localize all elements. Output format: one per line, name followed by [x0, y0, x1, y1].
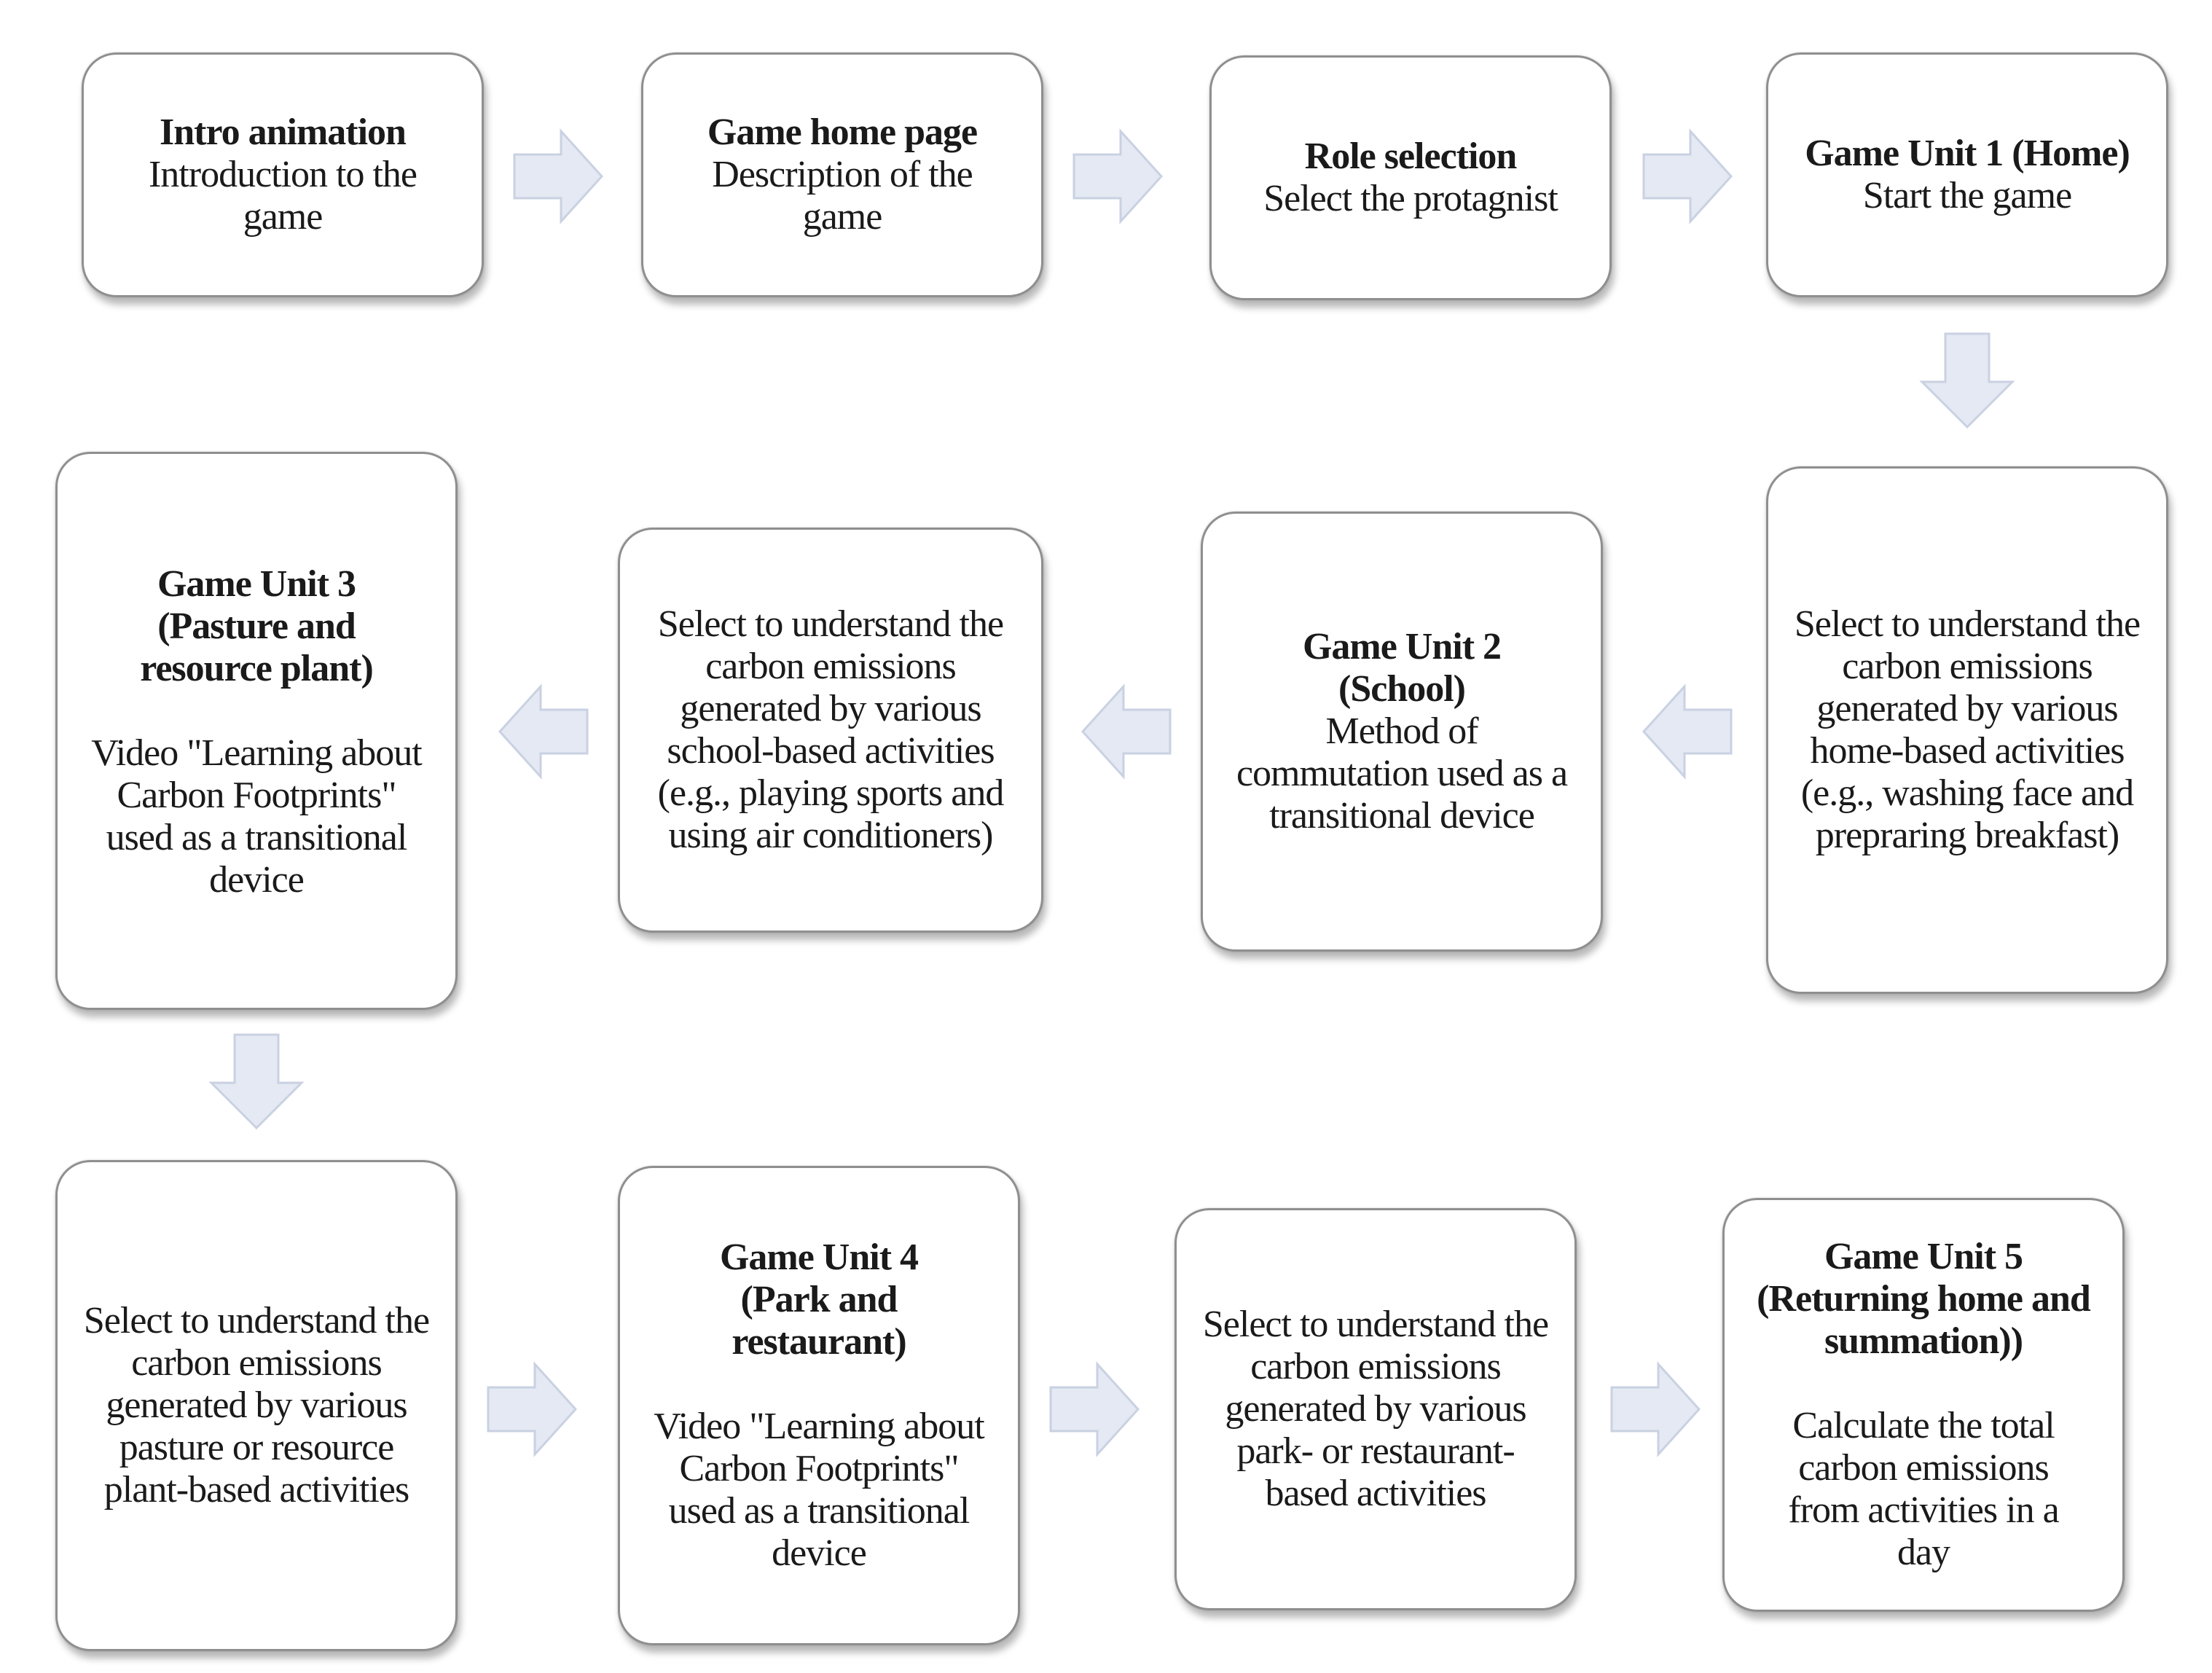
- step-description: Select the protagnist: [1263, 178, 1558, 219]
- step-title: Game Unit 5 (Returning home and summatio…: [1757, 1236, 2091, 1362]
- step-description: Method of commutation used as a transiti…: [1236, 710, 1568, 836]
- step-title: Role selection: [1304, 136, 1518, 177]
- step-pasture-activities: Select to understand the carbon emission…: [55, 1160, 458, 1651]
- arrow-left-icon: [498, 683, 589, 780]
- arrow-left-icon: [1080, 683, 1172, 780]
- arrow-right-icon: [1610, 1361, 1701, 1457]
- step-title: Game Unit 4 (Park and restaurant): [719, 1237, 919, 1363]
- arrow-right-icon: [1049, 1361, 1140, 1457]
- step-title: Game Unit 1 (Home): [1805, 133, 2130, 174]
- arrow-right-icon: [1072, 128, 1164, 224]
- step-park-activities: Select to understand the carbon emission…: [1174, 1208, 1577, 1610]
- step-game-unit-3: Game Unit 3 (Pasture and resource plant)…: [55, 452, 458, 1010]
- arrow-right-icon: [513, 128, 604, 224]
- step-intro-animation: Intro animation Introduction to the game: [82, 52, 484, 297]
- step-role-selection: Role selection Select the protagnist: [1209, 55, 1612, 300]
- step-description: Introduction to the game: [148, 154, 417, 238]
- arrow-right-icon: [1642, 128, 1733, 224]
- arrow-right-icon: [487, 1361, 578, 1457]
- step-description: Select to understand the carbon emission…: [1202, 1304, 1549, 1514]
- step-game-unit-4: Game Unit 4 (Park and restaurant) Video …: [618, 1166, 1020, 1645]
- step-game-unit-5: Game Unit 5 (Returning home and summatio…: [1722, 1198, 2125, 1612]
- step-description: Video "Learning about Carbon Footprints"…: [91, 732, 422, 901]
- step-game-home-page: Game home page Description of the game: [641, 52, 1043, 297]
- step-game-unit-1: Game Unit 1 (Home) Start the game: [1766, 52, 2168, 297]
- step-game-unit-2: Game Unit 2 (School) Method of commutati…: [1201, 512, 1603, 952]
- step-title: Game Unit 2 (School): [1302, 626, 1502, 710]
- step-description: Select to understand the carbon emission…: [1794, 603, 2141, 856]
- step-description: Select to understand the carbon emission…: [83, 1300, 430, 1511]
- step-description: Select to understand the carbon emission…: [657, 603, 1005, 856]
- arrow-down-icon: [208, 1033, 305, 1130]
- arrow-left-icon: [1642, 683, 1733, 780]
- step-description: Description of the game: [712, 154, 973, 238]
- step-title: Game home page: [707, 111, 978, 153]
- arrow-down-icon: [1919, 332, 2015, 429]
- step-home-activities: Select to understand the carbon emission…: [1766, 466, 2168, 994]
- step-description: Calculate the total carbon emissions fro…: [1788, 1405, 2059, 1573]
- step-title: Intro animation: [160, 111, 407, 153]
- step-description: Start the game: [1862, 175, 2072, 216]
- step-description: Video "Learning about Carbon Footprints"…: [654, 1406, 984, 1574]
- step-school-activities: Select to understand the carbon emission…: [618, 528, 1043, 933]
- step-title: Game Unit 3 (Pasture and resource plant): [140, 563, 374, 689]
